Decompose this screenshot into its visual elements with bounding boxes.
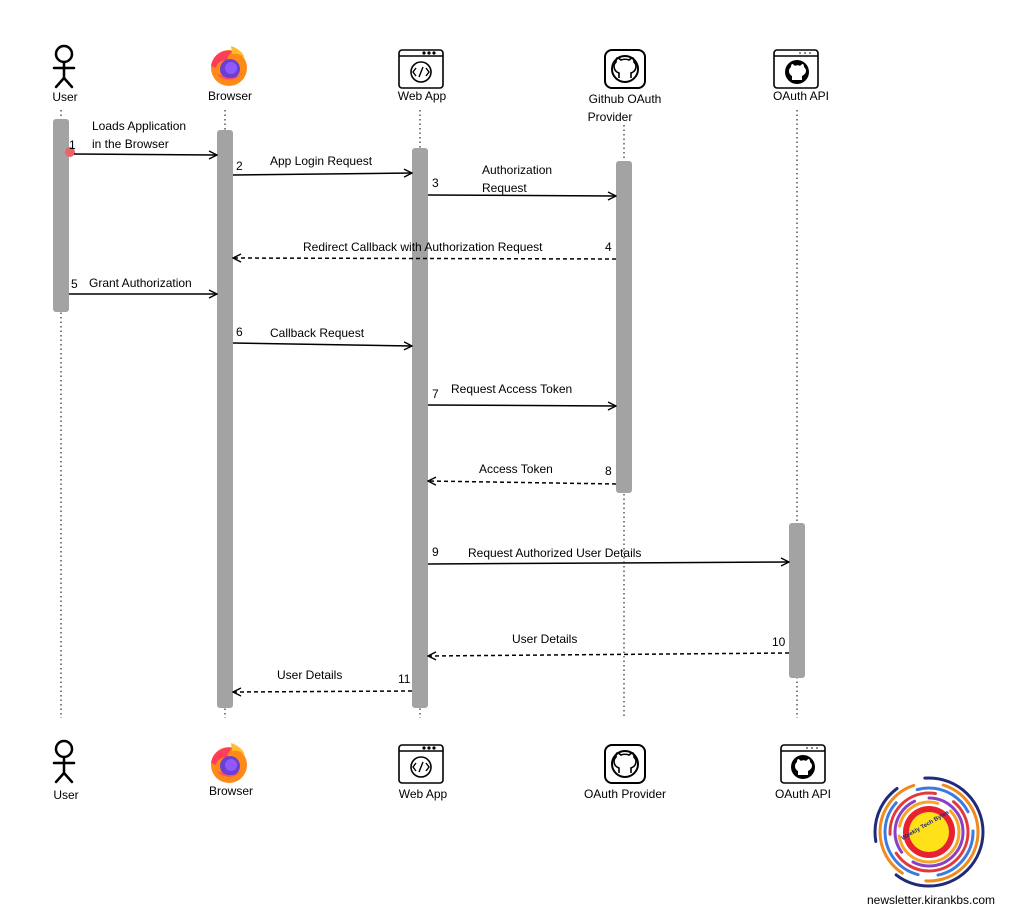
message-label: User Details [277, 668, 342, 682]
participant-oauthapi-bottom: OAuth API [775, 744, 831, 801]
step-number: 8 [605, 464, 612, 478]
message-arrow [232, 343, 412, 346]
message-4: 4 Redirect Callback with Authorization Re… [233, 240, 617, 259]
code-window-icon [398, 744, 444, 784]
message-label: Access Token [479, 462, 553, 476]
step-number: 2 [236, 159, 243, 173]
participant-user-bottom: User [52, 739, 79, 802]
message-5: 5 Grant Authorization [69, 276, 217, 294]
message-label: User Details [512, 632, 577, 646]
github-window-icon [773, 49, 819, 89]
newsletter-logo: Weekly Tech Bytes newsletter.kirankbs.co… [867, 776, 995, 907]
step-number: 9 [432, 545, 439, 559]
message-label: in the Browser [92, 137, 169, 151]
step-number: 5 [71, 277, 78, 291]
message-arrow [427, 405, 616, 406]
message-label: Loads Application [92, 119, 186, 133]
code-window-icon [398, 49, 444, 89]
person-icon [52, 739, 76, 784]
step-number: 7 [432, 387, 439, 401]
github-icon [604, 49, 646, 89]
message-arrow [428, 481, 617, 484]
message-label: Request Access Token [451, 382, 572, 396]
activation-bar-github [616, 161, 632, 493]
person-icon [52, 44, 76, 89]
step-number: 3 [432, 176, 439, 190]
step-number: 11 [398, 672, 411, 686]
message-label: Request Authorized User Details [468, 546, 641, 560]
actor-label: Web App [399, 787, 448, 801]
actor-label: User [53, 788, 78, 802]
participant-github-bottom: OAuth Provider [584, 744, 666, 801]
message-arrow [427, 195, 616, 196]
activation-bar-webapp [412, 148, 428, 708]
participant-webapp-bottom: Web App [398, 744, 448, 801]
message-7: 7 Request Access Token [427, 382, 616, 406]
activation-bar-browser [217, 130, 233, 708]
participant-github-top: Github OAuth Provider [588, 49, 662, 124]
concentric-rings-logo-icon [873, 776, 985, 888]
message-10: 10 User Details [428, 632, 790, 656]
github-icon [604, 744, 646, 784]
message-arrow [428, 653, 790, 656]
actor-label: Github OAuth [589, 92, 662, 106]
message-label: Request [482, 181, 527, 195]
message-2: 2 App Login Request [232, 154, 412, 175]
messages: 1 Loads Application in the Browser 2 App Log… [69, 119, 789, 692]
message-label: Authorization [482, 163, 552, 177]
participant-user-top: User [52, 44, 78, 104]
actor-label: Provider [588, 110, 633, 124]
actor-label: User [52, 90, 77, 104]
logo-badge-inner [909, 812, 949, 852]
message-arrow [73, 154, 217, 155]
message-11: 11 User Details [233, 668, 413, 692]
participant-browser-bottom: Browser [209, 743, 253, 798]
firefox-icon [211, 743, 247, 783]
actor-label: OAuth Provider [584, 787, 666, 801]
newsletter-url: newsletter.kirankbs.com [867, 893, 995, 907]
firefox-icon [211, 46, 247, 86]
actor-label: OAuth API [773, 89, 829, 103]
step-number: 6 [236, 325, 243, 339]
actor-label: Web App [398, 89, 447, 103]
message-arrow [427, 562, 789, 564]
participant-browser-top: Browser [208, 46, 252, 103]
github-window-icon [780, 744, 826, 784]
actor-label: Browser [208, 89, 252, 103]
step-number: 4 [605, 240, 612, 254]
message-label: Grant Authorization [89, 276, 192, 290]
message-arrow [232, 173, 412, 175]
actor-label: Browser [209, 784, 253, 798]
message-arrow [233, 258, 617, 259]
participant-webapp-top: Web App [398, 49, 447, 103]
message-9: 9 Request Authorized User Details [427, 545, 789, 564]
message-1: 1 Loads Application in the Browser [69, 119, 217, 155]
activation-bars [53, 119, 805, 708]
actor-label: OAuth API [775, 787, 831, 801]
message-arrow [233, 691, 413, 692]
participant-oauthapi-top: OAuth API [773, 49, 829, 103]
message-8: 8 Access Token [428, 462, 617, 484]
activation-bar-user [53, 119, 69, 312]
message-6: 6 Callback Request [232, 325, 412, 346]
activation-bar-oauthapi [789, 523, 805, 678]
step-number: 1 [69, 138, 76, 152]
start-dot [65, 147, 75, 157]
message-label: Callback Request [270, 326, 365, 340]
message-label: Redirect Callback with Authorization Req… [303, 240, 543, 254]
lifelines [60, 110, 798, 718]
message-label: App Login Request [270, 154, 373, 168]
step-number: 10 [772, 635, 786, 649]
